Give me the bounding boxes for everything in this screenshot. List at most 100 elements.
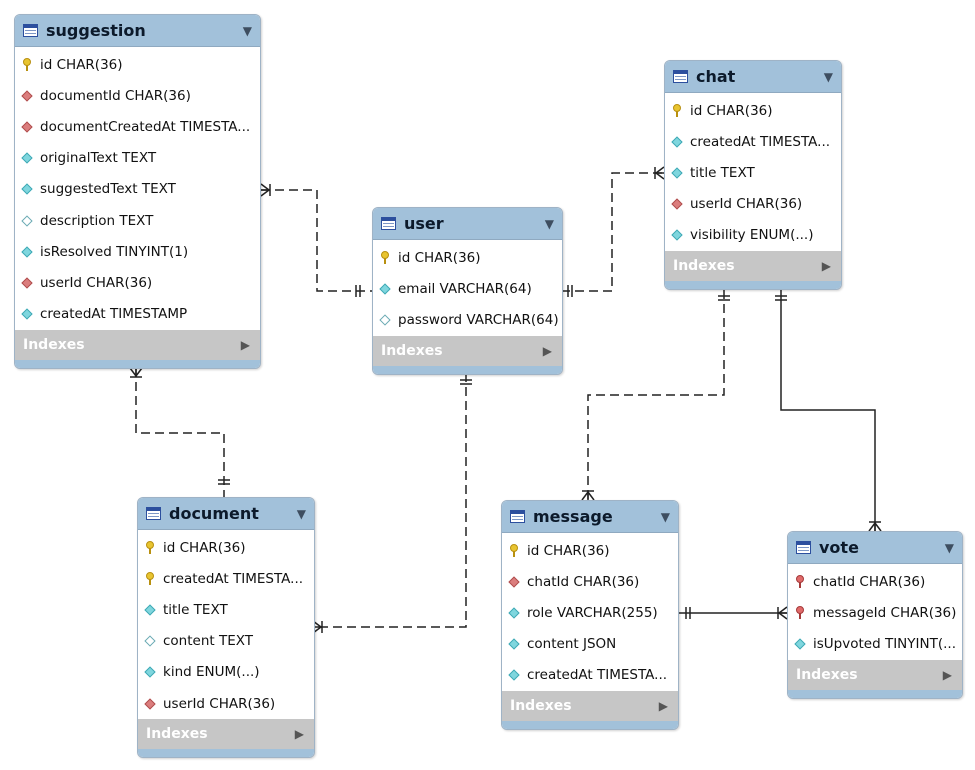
dropdown-triangle-icon[interactable]: ▼ (944, 540, 954, 555)
table-icon (146, 507, 161, 520)
expand-arrow-icon[interactable]: ▶ (240, 337, 250, 352)
many-cardinality-marker (129, 367, 143, 378)
column-label: documentCreatedAt TIMESTA... (40, 118, 251, 135)
table-suggestion[interactable]: suggestion ▼ id CHAR(36) documentId CHAR(… (14, 14, 261, 369)
table-chat[interactable]: chat ▼ id CHAR(36) createdAt TIMESTA... ti… (664, 60, 842, 290)
column-row[interactable]: password VARCHAR(64) (373, 304, 562, 335)
table-name: vote (819, 538, 859, 557)
column-row[interactable]: messageId CHAR(36) (788, 597, 962, 628)
column-list: id CHAR(36)createdAt TIMESTA... title TEX… (138, 530, 314, 719)
column-row[interactable]: title TEXT (138, 594, 314, 625)
column-label: createdAt TIMESTAMP (40, 306, 188, 323)
column-row[interactable]: id CHAR(36) (665, 95, 841, 126)
column-list: id CHAR(36) createdAt TIMESTA... title TEX… (665, 93, 841, 251)
one-cardinality-marker (218, 479, 230, 485)
table-icon (23, 24, 38, 37)
column-row[interactable]: userId CHAR(36) (665, 189, 841, 220)
table-header[interactable]: vote ▼ (788, 532, 962, 564)
column-row[interactable]: documentCreatedAt TIMESTA... (15, 111, 260, 142)
indexes-label: Indexes (510, 697, 572, 714)
column-row[interactable]: createdAt TIMESTA... (665, 126, 841, 157)
one-cardinality-marker (355, 285, 361, 297)
nullable-diamond-icon (21, 214, 33, 227)
table-header[interactable]: user ▼ (373, 208, 562, 240)
indexes-section[interactable]: Indexes ▶ (138, 719, 314, 750)
column-row[interactable]: userId CHAR(36) (138, 688, 314, 719)
column-row[interactable]: isUpvoted TINYINT(... (788, 628, 962, 659)
table-header[interactable]: chat ▼ (665, 61, 841, 93)
column-row[interactable]: userId CHAR(36) (15, 267, 260, 298)
column-row[interactable]: isResolved TINYINT(1) (15, 236, 260, 267)
column-row[interactable]: content JSON (502, 629, 678, 660)
column-row[interactable]: id CHAR(36) (15, 49, 260, 80)
table-icon (796, 541, 811, 554)
indexes-label: Indexes (796, 666, 858, 683)
dropdown-triangle-icon[interactable]: ▼ (544, 216, 554, 231)
nullable-diamond-icon (379, 314, 391, 326)
column-row[interactable]: documentId CHAR(36) (15, 80, 260, 111)
column-row[interactable]: createdAt TIMESTAMP (15, 299, 260, 330)
table-document[interactable]: document ▼ id CHAR(36)createdAt TIMESTA.… (137, 497, 315, 759)
expand-arrow-icon[interactable]: ▶ (658, 698, 668, 713)
many-cardinality-marker (312, 620, 323, 634)
column-label: title TEXT (163, 601, 228, 618)
indexes-section[interactable]: Indexes ▶ (502, 690, 678, 721)
expand-arrow-icon[interactable]: ▶ (942, 667, 952, 682)
column-row[interactable]: role VARCHAR(255) (502, 597, 678, 628)
dropdown-triangle-icon[interactable]: ▼ (296, 506, 306, 521)
expand-arrow-icon[interactable]: ▶ (542, 343, 552, 358)
foreign-key-diamond-icon (508, 576, 520, 588)
dropdown-triangle-icon[interactable]: ▼ (823, 69, 833, 84)
column-list: id CHAR(36) email VARCHAR(64)password VAR… (373, 240, 562, 336)
column-row[interactable]: content TEXT (138, 626, 314, 657)
column-row[interactable]: title TEXT (665, 157, 841, 188)
many-cardinality-marker (654, 166, 665, 180)
expand-arrow-icon[interactable]: ▶ (294, 727, 304, 742)
column-row[interactable]: createdAt TIMESTA... (138, 563, 314, 594)
column-label: kind ENUM(...) (163, 664, 260, 681)
primary-key-icon (23, 58, 31, 72)
column-row[interactable]: kind ENUM(...) (138, 657, 314, 688)
column-row[interactable]: id CHAR(36) (373, 242, 562, 273)
column-label: userId CHAR(36) (163, 695, 276, 712)
indexes-section[interactable]: Indexes ▶ (373, 335, 562, 366)
column-label: title TEXT (690, 164, 755, 181)
column-row[interactable]: originalText TEXT (15, 143, 260, 174)
column-label: documentId CHAR(36) (40, 87, 191, 104)
column-row[interactable]: id CHAR(36) (138, 532, 314, 563)
table-vote[interactable]: vote ▼ chatId CHAR(36)messageId CHAR(36)… (787, 531, 963, 699)
column-row[interactable]: id CHAR(36) (502, 535, 678, 566)
table-footer (138, 749, 314, 758)
column-row[interactable]: chatId CHAR(36) (788, 566, 962, 597)
column-row[interactable]: suggestedText TEXT (15, 174, 260, 205)
table-header[interactable]: suggestion ▼ (15, 15, 260, 47)
expand-arrow-icon[interactable]: ▶ (821, 258, 831, 273)
table-name: user (404, 214, 444, 233)
table-header[interactable]: document ▼ (138, 498, 314, 530)
column-row[interactable]: chatId CHAR(36) (502, 566, 678, 597)
column-label: isUpvoted TINYINT(... (813, 635, 956, 652)
table-message[interactable]: message ▼ id CHAR(36)chatId CHAR(36)role… (501, 500, 679, 730)
indexes-section[interactable]: Indexes ▶ (665, 250, 841, 281)
column-row[interactable]: email VARCHAR(64) (373, 273, 562, 304)
column-label: userId CHAR(36) (40, 274, 153, 291)
dropdown-triangle-icon[interactable]: ▼ (660, 509, 670, 524)
primary-key-icon (146, 572, 154, 586)
table-header[interactable]: message ▼ (502, 501, 678, 533)
one-cardinality-marker (718, 295, 730, 301)
table-user[interactable]: user ▼ id CHAR(36) email VARCHAR(64)passw… (372, 207, 563, 375)
foreign-key-diamond-icon (671, 198, 683, 210)
column-row[interactable]: visibility ENUM(...) (665, 220, 841, 251)
indexes-section[interactable]: Indexes ▶ (15, 329, 260, 360)
not-null-diamond-icon (794, 638, 806, 650)
dropdown-triangle-icon[interactable]: ▼ (242, 23, 252, 38)
column-row[interactable]: description TEXT (15, 205, 260, 236)
not-null-diamond-icon (671, 229, 683, 242)
indexes-section[interactable]: Indexes ▶ (788, 659, 962, 690)
column-label: id CHAR(36) (398, 249, 481, 266)
primary-key-icon (673, 104, 681, 118)
column-label: createdAt TIMESTA... (690, 133, 831, 150)
column-row[interactable]: createdAt TIMESTA... (502, 660, 678, 691)
not-null-diamond-icon (21, 183, 33, 196)
connector-user-suggestion (261, 189, 372, 292)
